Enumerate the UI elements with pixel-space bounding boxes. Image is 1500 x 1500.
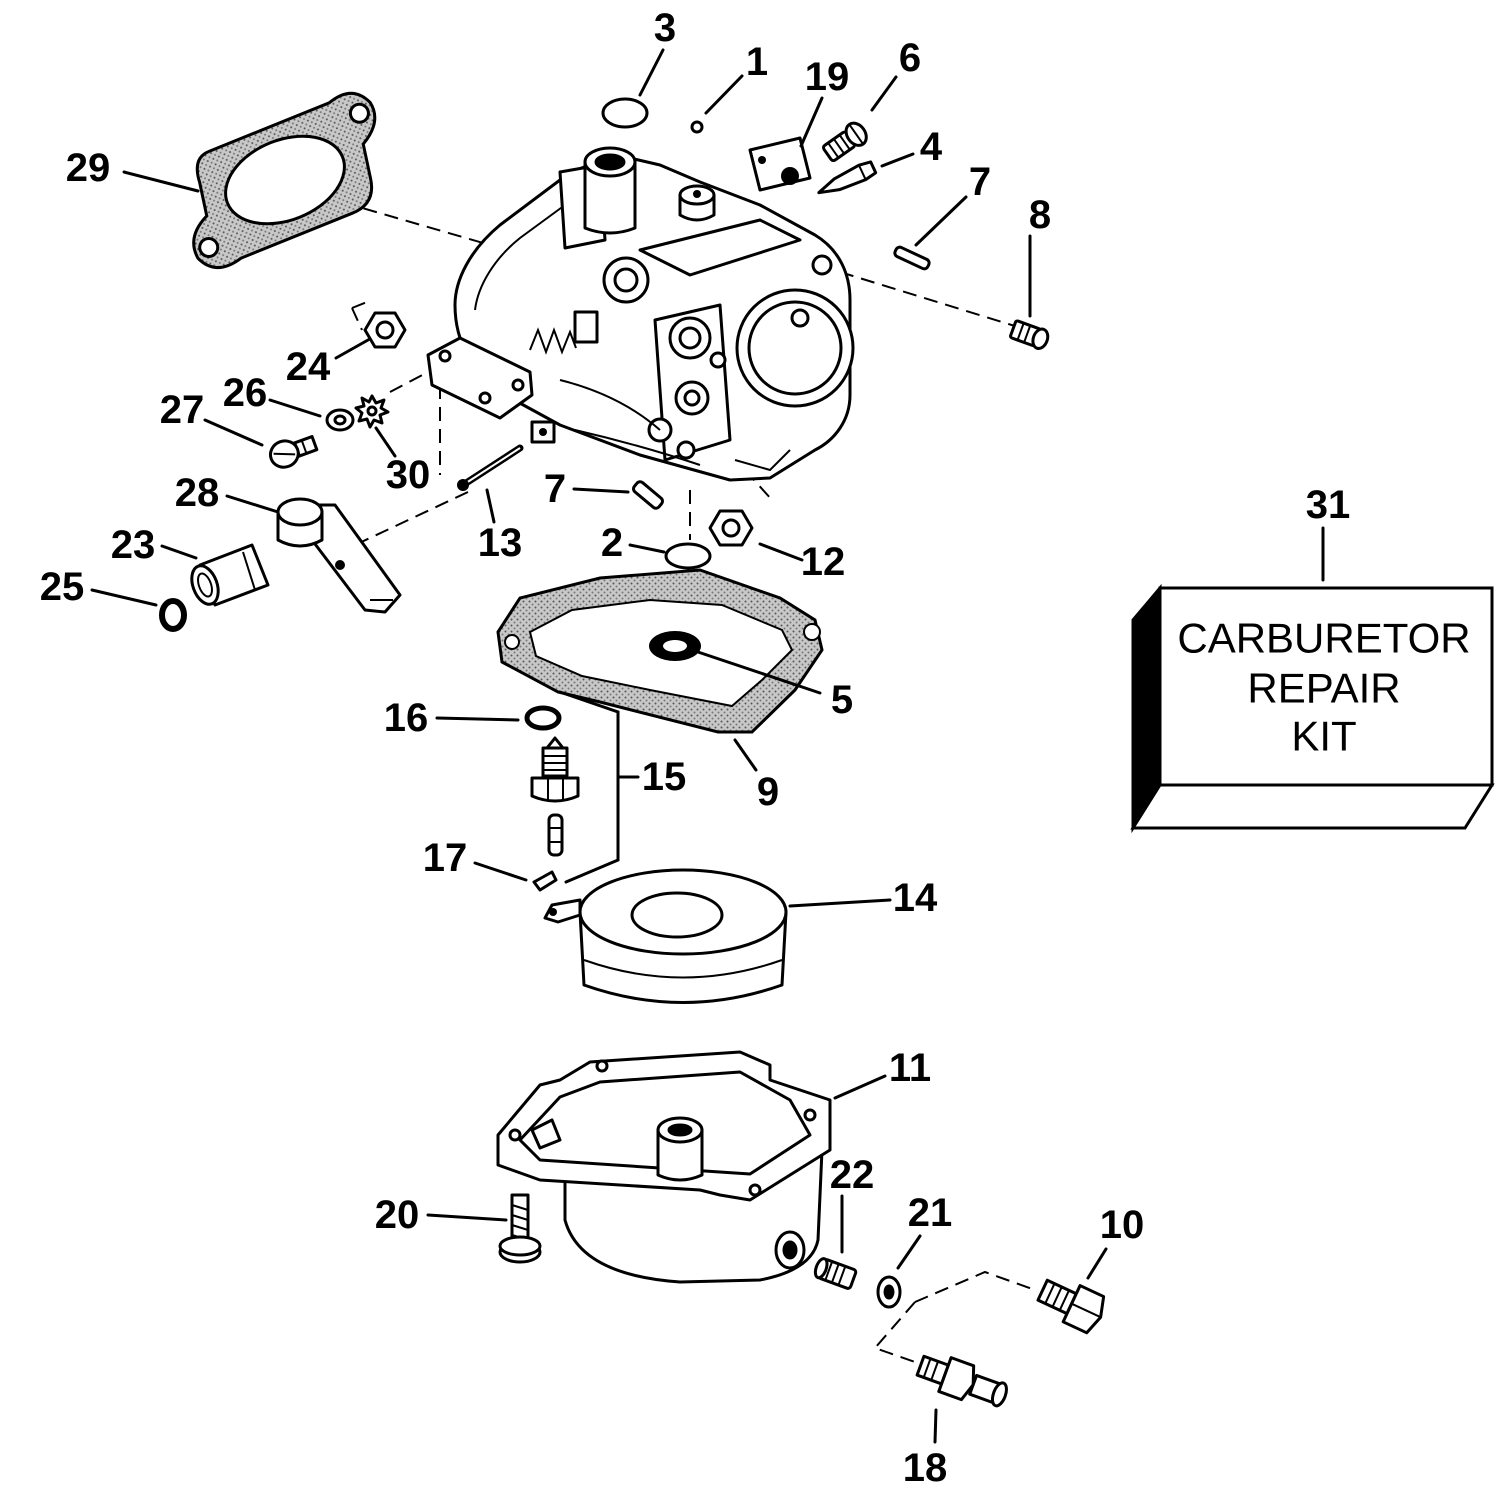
part-23-bushing xyxy=(190,543,270,607)
callout-21: 21 xyxy=(908,1191,953,1235)
callout-16: 16 xyxy=(384,696,429,740)
callout-29: 29 xyxy=(66,146,111,190)
kit-label-line3: KIT xyxy=(1291,713,1356,760)
part-7-pin-upper xyxy=(893,245,931,271)
part-29-flange-gasket xyxy=(192,91,377,270)
part-18-fitting xyxy=(915,1354,1008,1408)
part-13-pin xyxy=(457,444,524,491)
part-25-o-ring xyxy=(159,598,187,632)
kit-label-line1: CARBURETOR xyxy=(1177,615,1470,662)
callout-11: 11 xyxy=(889,1046,931,1090)
part-20-screw xyxy=(498,1193,542,1264)
inlet-needle xyxy=(547,813,564,857)
callout-14: 14 xyxy=(893,876,938,920)
callout-6: 6 xyxy=(899,36,921,80)
part-27-screw xyxy=(268,435,319,469)
part-26-washer xyxy=(325,408,355,432)
part-10-screw xyxy=(1036,1278,1106,1335)
callout-25: 25 xyxy=(40,565,85,609)
part-22-jet xyxy=(813,1257,858,1290)
callout-9: 9 xyxy=(757,770,779,814)
callout-17: 17 xyxy=(423,836,468,880)
part-12-nut xyxy=(708,509,754,547)
leader-lines xyxy=(90,48,1325,1444)
part-4-needle xyxy=(817,160,878,195)
callout-26: 26 xyxy=(223,371,268,415)
part-31-repair-kit-box: CARBURETOR REPAIR KIT xyxy=(1130,583,1495,834)
part-19-plate xyxy=(748,136,812,192)
callout-30: 30 xyxy=(386,453,431,497)
callout-labels: 3 1 19 6 4 7 8 29 24 26 27 30 28 23 25 1… xyxy=(40,6,1351,1490)
callout-27: 27 xyxy=(160,388,205,432)
callout-31: 31 xyxy=(1306,483,1351,527)
kit-label-line2: REPAIR xyxy=(1247,665,1400,712)
callout-5: 5 xyxy=(831,678,853,722)
callout-22: 22 xyxy=(830,1153,875,1197)
part-3-welch-plug xyxy=(601,97,649,129)
callout-4: 4 xyxy=(920,125,943,169)
carburetor-body xyxy=(426,146,855,482)
callout-24: 24 xyxy=(286,345,331,389)
callout-19: 19 xyxy=(805,55,850,99)
callout-7-upper: 7 xyxy=(969,160,991,204)
callout-1: 1 xyxy=(746,40,768,84)
callout-28: 28 xyxy=(175,471,220,515)
part-5-gasket-ring xyxy=(649,631,701,661)
part-7-pin-lower xyxy=(632,480,664,510)
part-28-throttle-lever xyxy=(276,497,402,614)
part-21-washer xyxy=(876,1275,902,1309)
callout-2: 2 xyxy=(601,521,623,565)
part-6-screw xyxy=(822,121,868,163)
callout-7-lower: 7 xyxy=(544,467,566,511)
part-30-star-washer xyxy=(354,394,390,429)
callout-13: 13 xyxy=(478,521,523,565)
part-1-ball xyxy=(690,120,704,134)
part-24-nut xyxy=(363,311,407,349)
part-17-clip xyxy=(532,870,558,892)
callout-20: 20 xyxy=(375,1193,420,1237)
part-11-float-bowl xyxy=(496,1050,832,1284)
callout-10: 10 xyxy=(1100,1203,1145,1247)
callout-3: 3 xyxy=(654,6,676,50)
callout-15: 15 xyxy=(642,755,687,799)
part-2-welch-plug xyxy=(664,542,712,570)
part-8-plug xyxy=(1009,319,1050,350)
inlet-needle-seat xyxy=(530,736,580,803)
callout-8: 8 xyxy=(1029,193,1051,237)
callout-23: 23 xyxy=(111,523,156,567)
part-14-float xyxy=(543,868,788,1004)
callout-12: 12 xyxy=(801,540,846,584)
callout-18: 18 xyxy=(903,1446,948,1490)
part-16-washer xyxy=(524,705,562,731)
